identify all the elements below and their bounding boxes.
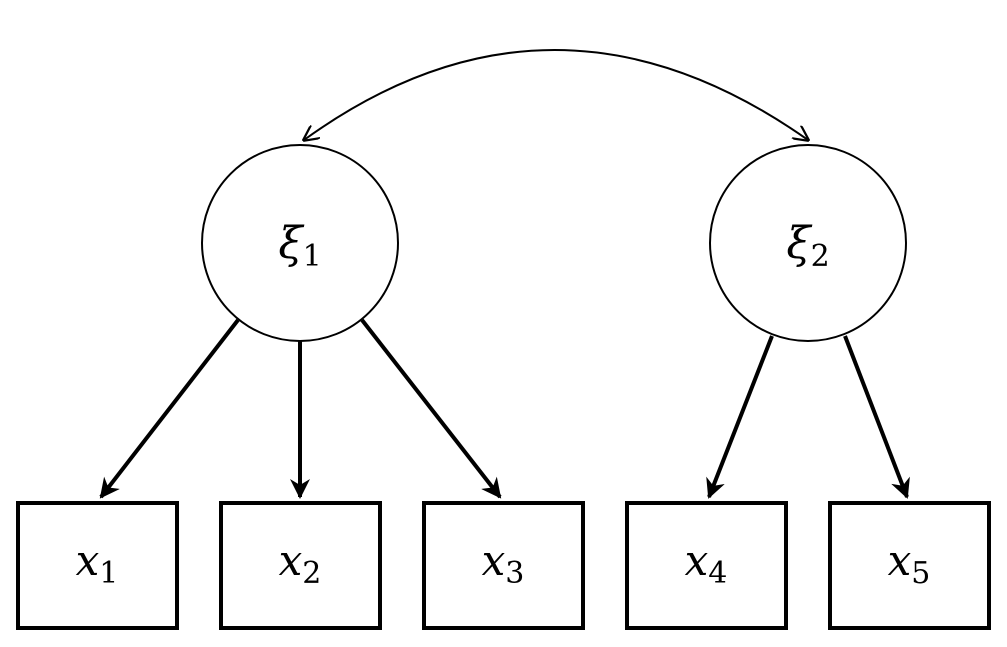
latent-node-xi2: ξ2 [709, 144, 907, 342]
latent-symbol: ξ [786, 218, 813, 269]
observed-node-x1: x1 [16, 501, 179, 630]
latent-index: 2 [811, 239, 830, 274]
loading-arrow-x5 [843, 335, 910, 499]
loading-arrow-x4 [706, 335, 774, 499]
observed-symbol: x [482, 536, 506, 585]
observed-symbol: x [76, 536, 100, 585]
svg-text:x1: x1 [76, 536, 119, 591]
observed-index: 2 [302, 556, 321, 591]
observed-symbol: x [685, 536, 709, 585]
svg-text:x2: x2 [279, 536, 322, 591]
observed-node-x5: x5 [828, 501, 991, 630]
loading-arrow-x1 [99, 318, 240, 499]
observed-index: 4 [708, 556, 727, 591]
loading-arrow-x3 [360, 318, 502, 499]
latent-symbol: ξ [278, 218, 305, 269]
svg-text:x3: x3 [482, 536, 525, 591]
svg-text:x5: x5 [888, 536, 931, 591]
latent-node-xi1: ξ1 [201, 144, 399, 342]
latent-index: 1 [303, 239, 322, 274]
svg-text:x4: x4 [685, 536, 728, 591]
observed-index: 5 [911, 556, 930, 591]
observed-node-x3: x3 [422, 501, 585, 630]
svg-text:ξ1: ξ1 [278, 218, 321, 274]
observed-node-x4: x4 [625, 501, 788, 630]
observed-symbol: x [279, 536, 303, 585]
observed-index: 1 [99, 556, 118, 591]
svg-text:ξ2: ξ2 [786, 218, 829, 274]
observed-symbol: x [888, 536, 912, 585]
covariance-arc [304, 49, 808, 140]
observed-index: 3 [505, 556, 524, 591]
observed-node-x2: x2 [219, 501, 382, 630]
